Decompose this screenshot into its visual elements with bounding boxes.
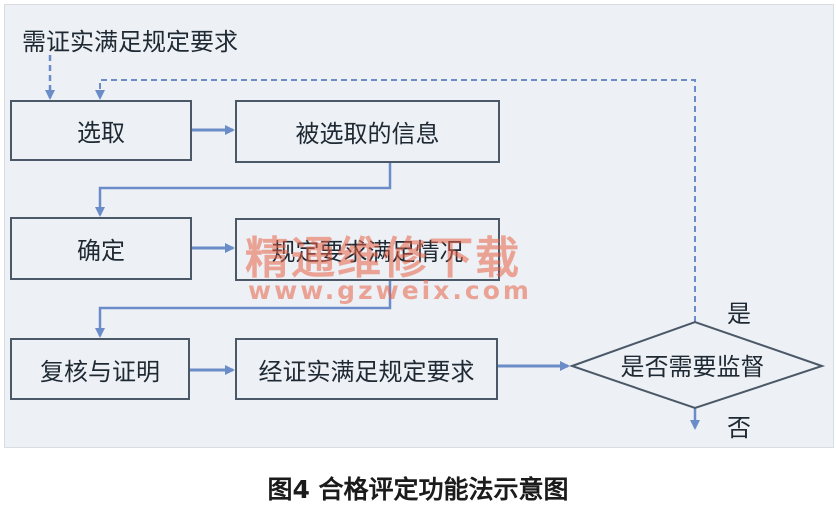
watermark-text: 精通维修下载 <box>245 233 521 284</box>
figure-caption: 图4 合格评定功能法示意图 <box>267 475 569 504</box>
arrow-info-to-determine <box>95 162 392 217</box>
box-requirement-status: 规定要求满足情况 <box>235 218 500 281</box>
box-select: 选取 <box>10 100 192 161</box>
arrow-feedback-yes <box>95 79 696 322</box>
box-verified: 经证实满足规定要求 <box>235 338 498 400</box>
box-determine: 确定 <box>10 217 192 280</box>
arrow-status-to-review <box>95 280 392 338</box>
decision-label: 是否需要监督 <box>620 352 765 381</box>
decision-diamond <box>568 320 826 410</box>
requirement-label: 需证实满足规定要求 <box>22 28 238 56</box>
watermark-url: www.gzweix.com <box>248 276 532 305</box>
yes-label: 是 <box>727 300 751 328</box>
box-selected-info: 被选取的信息 <box>235 100 500 163</box>
box-review-proof: 复核与证明 <box>10 338 190 400</box>
no-label: 否 <box>727 414 751 442</box>
